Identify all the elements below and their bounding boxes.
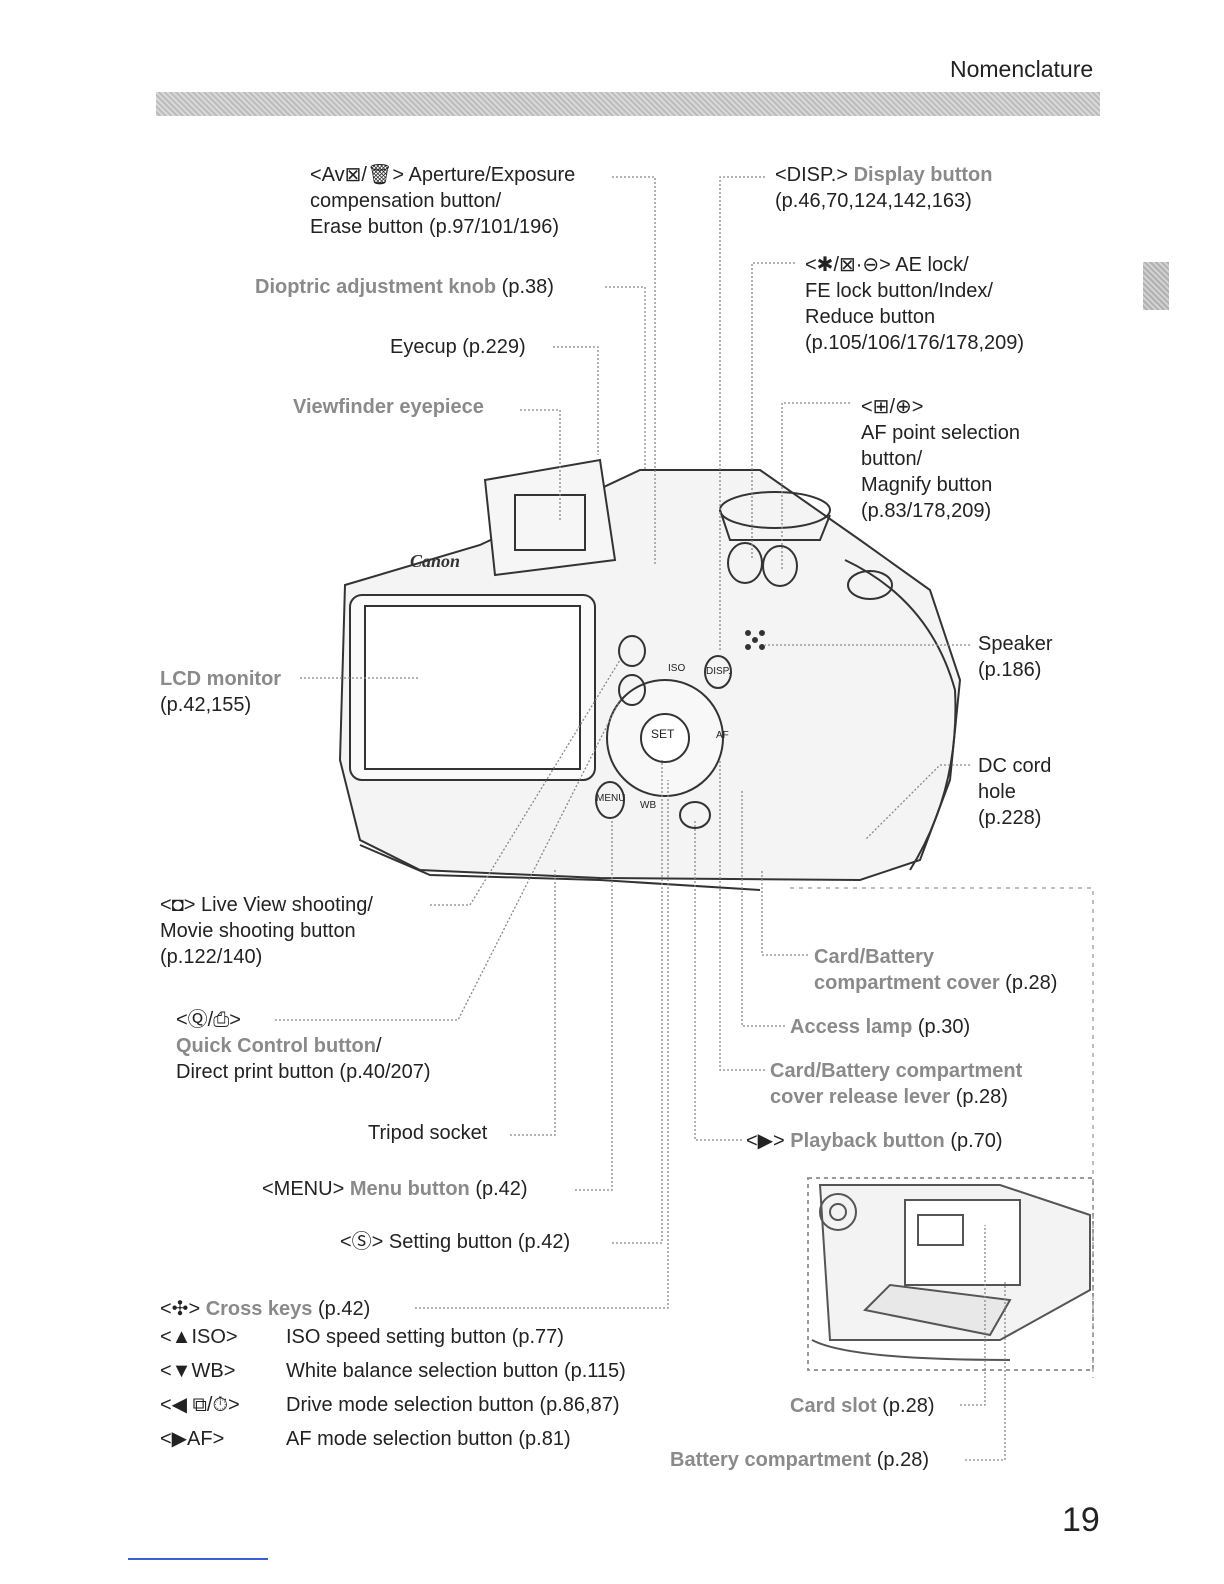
label-speaker: Speaker(p.186) [978, 633, 1053, 681]
label-dioptric-knob: Dioptric adjustment knob (p.38) [255, 276, 554, 298]
camera-brand-mark: Canon [410, 551, 460, 571]
label-setting-button: <Ⓢ> Setting button (p.42) [340, 1231, 571, 1253]
cross-key-wb: <▼WB>White balance selection button (p.1… [160, 1360, 626, 1382]
cross-key-af: <▶AF>AF mode selection button (p.81) [160, 1428, 571, 1450]
label-ae-lock-button: <✱/⊠·⊖> AE lock/FE lock button/Index/Red… [805, 254, 1025, 354]
label-cross-keys: <✣> Cross keys (p.42) [160, 1298, 371, 1320]
label-access-lamp: Access lamp (p.30) [790, 1016, 971, 1038]
label-card-slot: Card slot (p.28) [790, 1395, 935, 1417]
label-playback-button: <▶> Playback button (p.70) [746, 1130, 1003, 1152]
cross-key-drive: <◀ ⧉/⏱>Drive mode selection button (p.86… [160, 1394, 620, 1416]
header-bar [156, 92, 1100, 116]
label-eyecup: Eyecup (p.229) [390, 336, 526, 358]
camera-iso-text: ISO [668, 663, 686, 674]
camera-disp-button-text: DISP. [706, 666, 731, 677]
camera-wb-text: WB [640, 800, 657, 811]
label-menu-button: <MENU> Menu button (p.42) [262, 1178, 528, 1200]
footer-link-line [128, 1558, 268, 1560]
chapter-tab [1143, 262, 1169, 310]
brand-logo: Canon [410, 551, 460, 571]
label-lcd-monitor: LCD monitor(p.42,155) [160, 668, 282, 716]
label-card-battery-cover: Card/Battery compartment cover (p.28) [814, 946, 1058, 994]
page-number: 19 [1062, 1501, 1100, 1539]
label-viewfinder-eyepiece: Viewfinder eyepiece [293, 396, 484, 418]
camera-set-button-text: SET [651, 727, 675, 741]
label-cover-release-lever: Card/Battery compartment cover release l… [770, 1060, 1023, 1108]
camera-menu-button-text: MENU [596, 793, 626, 804]
section-title: Nomenclature [950, 56, 1094, 82]
label-quick-control-button: <Ⓠ/⎙> Quick Control button/ Direct print… [176, 1009, 431, 1083]
label-battery-compartment: Battery compartment (p.28) [670, 1449, 929, 1471]
label-display-button: <DISP.> Display button (p.46,70,124,142,… [775, 164, 993, 212]
label-live-view-button: <◘> Live View shooting/Movie shooting bu… [160, 894, 373, 968]
camera-af-text: AF [716, 730, 729, 741]
label-tripod-socket: Tripod socket [368, 1122, 488, 1144]
cross-key-iso: <▲ISO>ISO speed setting button (p.77) [160, 1326, 564, 1348]
